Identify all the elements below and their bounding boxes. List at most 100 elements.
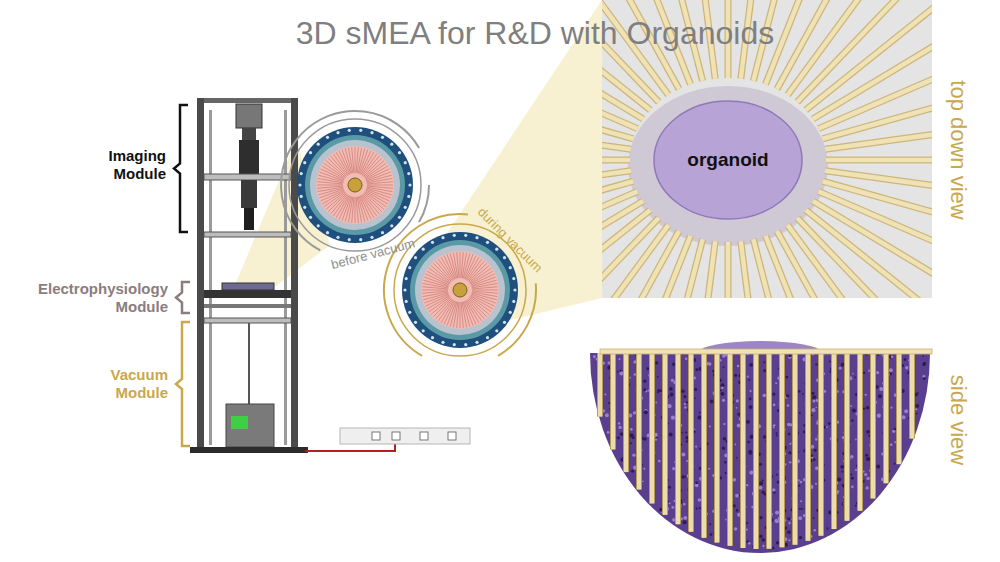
electrode-strip: [650, 353, 654, 503]
cell-dot: [877, 414, 881, 418]
vacuum-pump: [226, 404, 274, 447]
cell-dot: [683, 395, 686, 398]
vacuum-tube: [248, 323, 250, 404]
cell-dot: [736, 399, 739, 402]
electrode-trace: [321, 190, 345, 201]
disc-hole: [408, 183, 411, 186]
electrode-strip: [610, 353, 616, 449]
electrode-strip: [725, 242, 732, 298]
electrode-trace: [422, 291, 448, 293]
disc-hole: [390, 224, 393, 227]
cell-dot: [879, 387, 883, 391]
cell-dot: [721, 392, 725, 396]
cell-dot: [749, 405, 753, 409]
cell-dot: [607, 362, 610, 365]
electrode-strip: [741, 241, 788, 298]
disc-hole: [441, 341, 444, 344]
cell-dot: [776, 474, 778, 476]
electrode-trace: [355, 197, 356, 223]
disc-hole: [404, 206, 407, 209]
camera-mount: [242, 128, 256, 140]
cell-dot: [695, 368, 698, 371]
cell-dot: [749, 450, 753, 454]
disc-hole: [486, 336, 489, 339]
electrode-trace: [465, 301, 476, 325]
cell-dot: [773, 426, 775, 428]
cell-dot: [684, 403, 686, 405]
electrode-strip: [825, 100, 932, 149]
cell-dot: [815, 407, 817, 409]
cell-dot: [802, 393, 804, 395]
view-label: side view: [945, 375, 971, 465]
disc-hole: [431, 241, 434, 244]
cell-dot: [618, 358, 620, 360]
electrode-trace: [436, 299, 453, 319]
frame-plate: [204, 232, 291, 237]
state-label: before vacuum: [329, 235, 416, 272]
cell-dot: [894, 463, 896, 465]
cell-dot: [605, 413, 609, 417]
instrument: [190, 98, 470, 453]
node-text: organoid: [687, 149, 768, 171]
electrode-strip: [728, 353, 732, 546]
disc-hole: [390, 143, 393, 146]
cell-dot: [684, 406, 687, 409]
electrode-strip: [662, 353, 668, 515]
cell-dot: [763, 435, 766, 438]
stage-plate: [204, 304, 291, 308]
disc-hole: [300, 195, 303, 198]
electrode-disc: [421, 251, 499, 329]
cell-dot: [634, 373, 636, 375]
cell-dot: [683, 520, 687, 524]
cell-dot: [698, 498, 702, 502]
cell-dot: [699, 411, 701, 413]
cell-dot: [747, 375, 749, 377]
disc-hole: [403, 288, 406, 291]
electrode-strip: [766, 236, 905, 298]
electrode-trace: [466, 257, 479, 280]
cell-dot: [763, 361, 765, 363]
state-arc: [498, 283, 536, 355]
cell-dot: [646, 367, 649, 370]
disc-hole: [398, 151, 401, 154]
electrode-trace: [333, 195, 348, 216]
cell-dot: [915, 404, 919, 408]
cell-dot: [866, 486, 869, 489]
electrode-trace: [336, 195, 349, 218]
cell-dot: [905, 366, 908, 369]
electrode-strip: [688, 353, 694, 532]
electrode-trace: [317, 186, 343, 188]
cell-dot: [709, 523, 711, 525]
cell-dot: [773, 403, 776, 406]
electrode-trace: [431, 298, 451, 315]
electrode-strip: [741, 353, 745, 548]
electrode-strip: [766, 353, 772, 549]
electrode-strip: [777, 231, 932, 298]
cell-dot: [618, 426, 621, 429]
cell-dot: [736, 407, 738, 409]
electrode-trace: [429, 268, 450, 283]
state-label: during vacuum: [474, 204, 545, 275]
electrode-trace: [322, 166, 345, 179]
disc-hole: [509, 311, 512, 314]
disc-hole: [407, 195, 410, 198]
cell-dot: [657, 376, 659, 378]
disc-ring: [410, 240, 510, 340]
cell-dot: [890, 443, 893, 446]
electrode-strip: [896, 353, 902, 464]
cell-dot: [618, 422, 621, 425]
electrode-strip: [767, 353, 771, 549]
cell-dot: [787, 423, 790, 426]
cell-dot: [670, 393, 674, 397]
organoid-shape: [654, 101, 802, 219]
electrode-trace: [469, 298, 489, 315]
electrode-trace: [457, 252, 459, 278]
electrode-trace: [470, 296, 493, 309]
base-plate: [190, 447, 308, 453]
electrode-trace: [468, 299, 485, 319]
electrode-trace: [361, 152, 374, 175]
disc-hole: [464, 234, 467, 237]
cell-dot: [904, 358, 907, 361]
rail: [197, 98, 204, 450]
module-bracket: [174, 105, 188, 232]
